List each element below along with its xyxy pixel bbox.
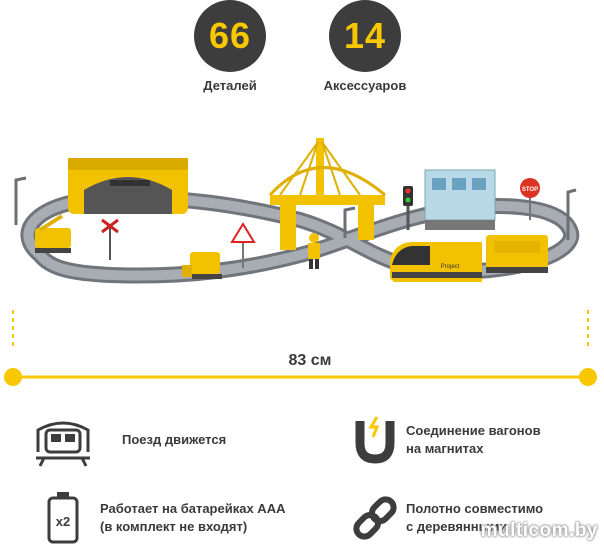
worker-figure xyxy=(308,233,320,269)
stat-parts-value: 66 xyxy=(208,15,252,56)
svg-text:STOP: STOP xyxy=(522,187,538,193)
feature-batteries: x2 Работает на батарейках ААА (в комплек… xyxy=(28,488,285,548)
dimension-label: 83 см xyxy=(288,352,332,369)
feature-magnetic-coupling: Соединение вагонов на магнитах xyxy=(340,410,541,470)
station-building xyxy=(424,169,496,230)
railway-crossing xyxy=(101,218,119,260)
watermark: multicom.by xyxy=(480,520,598,541)
dimension-left-dot xyxy=(4,368,22,386)
feature-magnetic-coupling-line1: Соединение вагонов xyxy=(406,423,541,439)
feature-compatible-track-line1: Полотно совместимо xyxy=(406,501,544,517)
suspension-bridge xyxy=(268,138,386,250)
feature-batteries-line2: (в комплект не входят) xyxy=(100,519,248,534)
stop-sign: STOP xyxy=(520,178,540,220)
traffic-light xyxy=(403,186,413,230)
train-icon xyxy=(28,410,98,470)
locomotive: Project xyxy=(390,242,482,282)
wagon xyxy=(486,235,548,273)
svg-text:Project: Project xyxy=(441,264,460,270)
stat-parts-label: Деталей xyxy=(203,78,257,93)
stat-accessories: 14 Аксессуаров xyxy=(305,0,425,93)
crane-vehicle xyxy=(35,214,71,253)
stat-parts: 66 Деталей xyxy=(170,0,290,93)
feature-train-moves-text: Поезд движется xyxy=(122,432,227,448)
magnet-icon xyxy=(340,410,410,470)
stat-accessories-label: Аксессуаров xyxy=(323,78,407,93)
dimension-indicator xyxy=(4,310,597,386)
stat-accessories-value: 14 xyxy=(343,15,387,56)
feature-train-moves: Поезд движется xyxy=(28,410,226,470)
dimension-right-dot xyxy=(579,368,597,386)
train-set-illustration: STOP Pr xyxy=(14,138,580,284)
bulldozer-vehicle xyxy=(182,252,222,279)
stat-parts-badge: 66 xyxy=(194,0,266,72)
feature-batteries-line1: Работает на батарейках ААА xyxy=(100,501,286,517)
stat-accessories-badge: 14 xyxy=(329,0,401,72)
chain-link-icon xyxy=(340,488,410,548)
svg-text:x2: x2 xyxy=(56,514,70,529)
tunnel xyxy=(68,158,188,214)
feature-compatible-track: Полотно совместимо с деревянными xyxy=(340,488,543,548)
warning-sign xyxy=(230,222,256,268)
lamp-posts xyxy=(14,176,577,240)
battery-icon: x2 xyxy=(28,488,98,548)
feature-magnetic-coupling-line2: на магнитах xyxy=(406,441,484,456)
feature-compatible-track-line2: с деревянными xyxy=(406,519,508,534)
